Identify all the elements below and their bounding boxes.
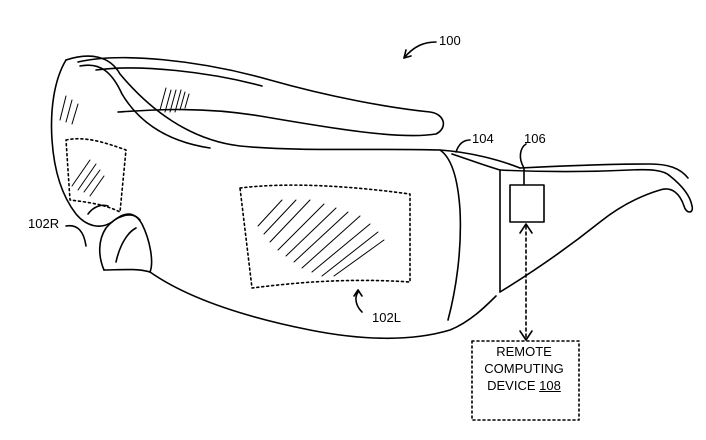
frame-side-piece-2 bbox=[452, 154, 500, 292]
ref-label-104: 104 bbox=[472, 131, 494, 146]
display-102L-outline bbox=[240, 185, 410, 288]
remote-device-text: REMOTE COMPUTING DEVICE 108 bbox=[470, 343, 578, 394]
remote-device-word: DEVICE bbox=[487, 378, 535, 393]
visor-nose-curve bbox=[100, 215, 140, 270]
ref-label-102R: 102R bbox=[28, 216, 59, 231]
ref-label-100: 100 bbox=[439, 33, 461, 48]
ref-label-108: 108 bbox=[539, 378, 561, 393]
leader-106 bbox=[520, 144, 526, 184]
ref-label-106: 106 bbox=[524, 131, 546, 146]
visor-nose-inner bbox=[116, 228, 136, 262]
reflection-hatches-far bbox=[60, 88, 189, 124]
far-temple-arm bbox=[78, 58, 443, 136]
visor-top-rim bbox=[66, 56, 520, 168]
visor-top-rim-inner bbox=[80, 65, 210, 148]
ref-label-102L: 102L bbox=[372, 310, 401, 325]
module-106-box bbox=[510, 185, 544, 222]
remote-device-line1: REMOTE bbox=[470, 343, 578, 360]
remote-device-line2: COMPUTING bbox=[470, 360, 578, 377]
near-temple-arm bbox=[500, 170, 692, 292]
display-102R-hatches bbox=[72, 160, 104, 196]
display-102L-hatches bbox=[258, 200, 384, 276]
frame-side-piece bbox=[440, 150, 460, 320]
remote-device-line3: DEVICE 108 bbox=[470, 377, 578, 394]
far-temple-inner bbox=[96, 68, 262, 86]
leader-100 bbox=[404, 42, 436, 58]
leader-104 bbox=[456, 140, 470, 152]
leader-102R bbox=[66, 226, 86, 246]
visor-nose-side bbox=[104, 270, 150, 273]
